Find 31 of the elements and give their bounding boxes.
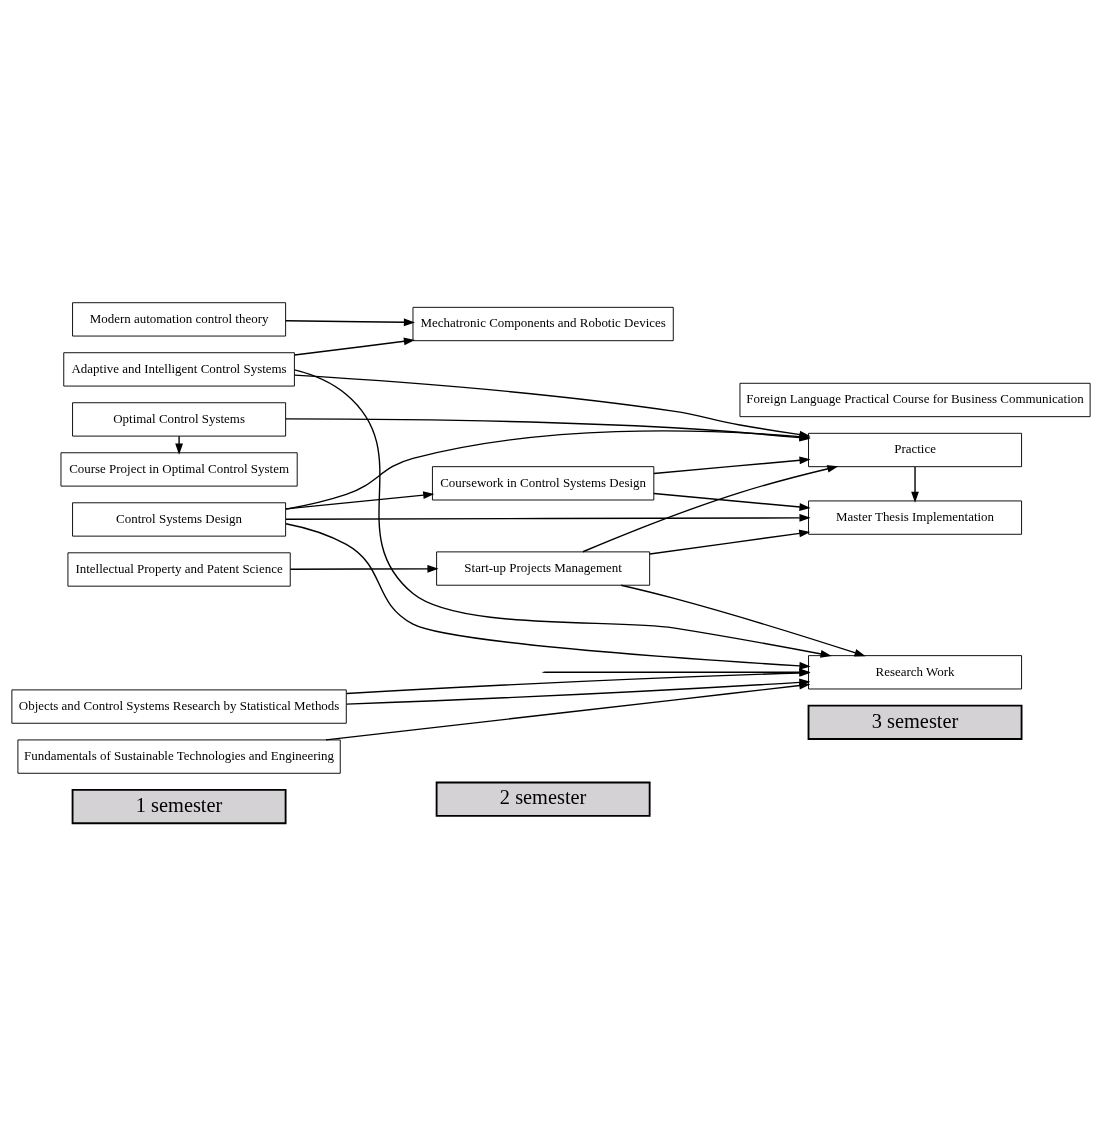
arrow bbox=[293, 337, 415, 356]
node-box: 1 semester bbox=[71, 789, 287, 825]
node-box: Control Systems Design bbox=[72, 502, 287, 537]
node-box: Master Thesis Implementation bbox=[808, 500, 1023, 535]
arrow bbox=[653, 456, 811, 475]
node-box: Practice bbox=[808, 432, 1023, 468]
node-box: Intellectual Property and Patent Science bbox=[67, 552, 291, 587]
node-box: Adaptive and Intelligent Control Systems bbox=[63, 352, 295, 387]
node-box: Mechatronic Components and Robotic Devices bbox=[412, 306, 674, 342]
node-box: Start-up Projects Management bbox=[436, 551, 651, 586]
node-box: Research Work bbox=[808, 655, 1023, 690]
arrow bbox=[620, 584, 866, 657]
arrow bbox=[293, 369, 832, 658]
arrow bbox=[582, 465, 839, 553]
node-box: Optimal Control Systems bbox=[72, 402, 287, 437]
node-box: Fundamentals of Sustainable Technologies and Engineering bbox=[17, 739, 341, 774]
node-box: Objects and Control Systems Research by Statistical Methods bbox=[11, 689, 347, 724]
arrow bbox=[325, 681, 811, 741]
arrow bbox=[289, 564, 439, 573]
node-box: Foreign Language Practical Course for Business Communication bbox=[739, 382, 1091, 418]
arrow bbox=[911, 466, 919, 503]
node-box: Coursework in Control Systems Design bbox=[431, 466, 655, 501]
node-box: Modern automation control theory bbox=[72, 302, 287, 337]
arrow bbox=[285, 318, 415, 327]
arrow bbox=[285, 514, 811, 522]
arrow bbox=[653, 492, 811, 511]
node-box: Course Project in Optimal Control System bbox=[60, 452, 298, 487]
arrow bbox=[649, 529, 811, 555]
node-box: 3 semester bbox=[807, 704, 1023, 740]
node-box: 2 semester bbox=[435, 781, 651, 817]
arrow bbox=[175, 435, 183, 455]
